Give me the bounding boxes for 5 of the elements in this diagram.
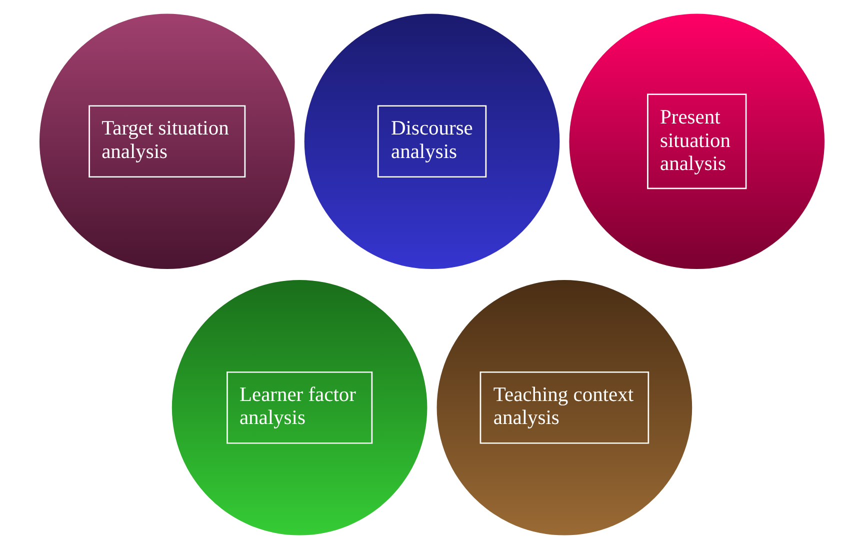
node-circle: Target situation analysis bbox=[38, 14, 294, 270]
node-circle: Learner factor analysis bbox=[171, 280, 427, 536]
node-circle: Discourse analysis bbox=[304, 14, 560, 270]
node-circle: Teaching context analysis bbox=[436, 280, 692, 536]
node-circle: Present situation analysis bbox=[568, 14, 824, 270]
